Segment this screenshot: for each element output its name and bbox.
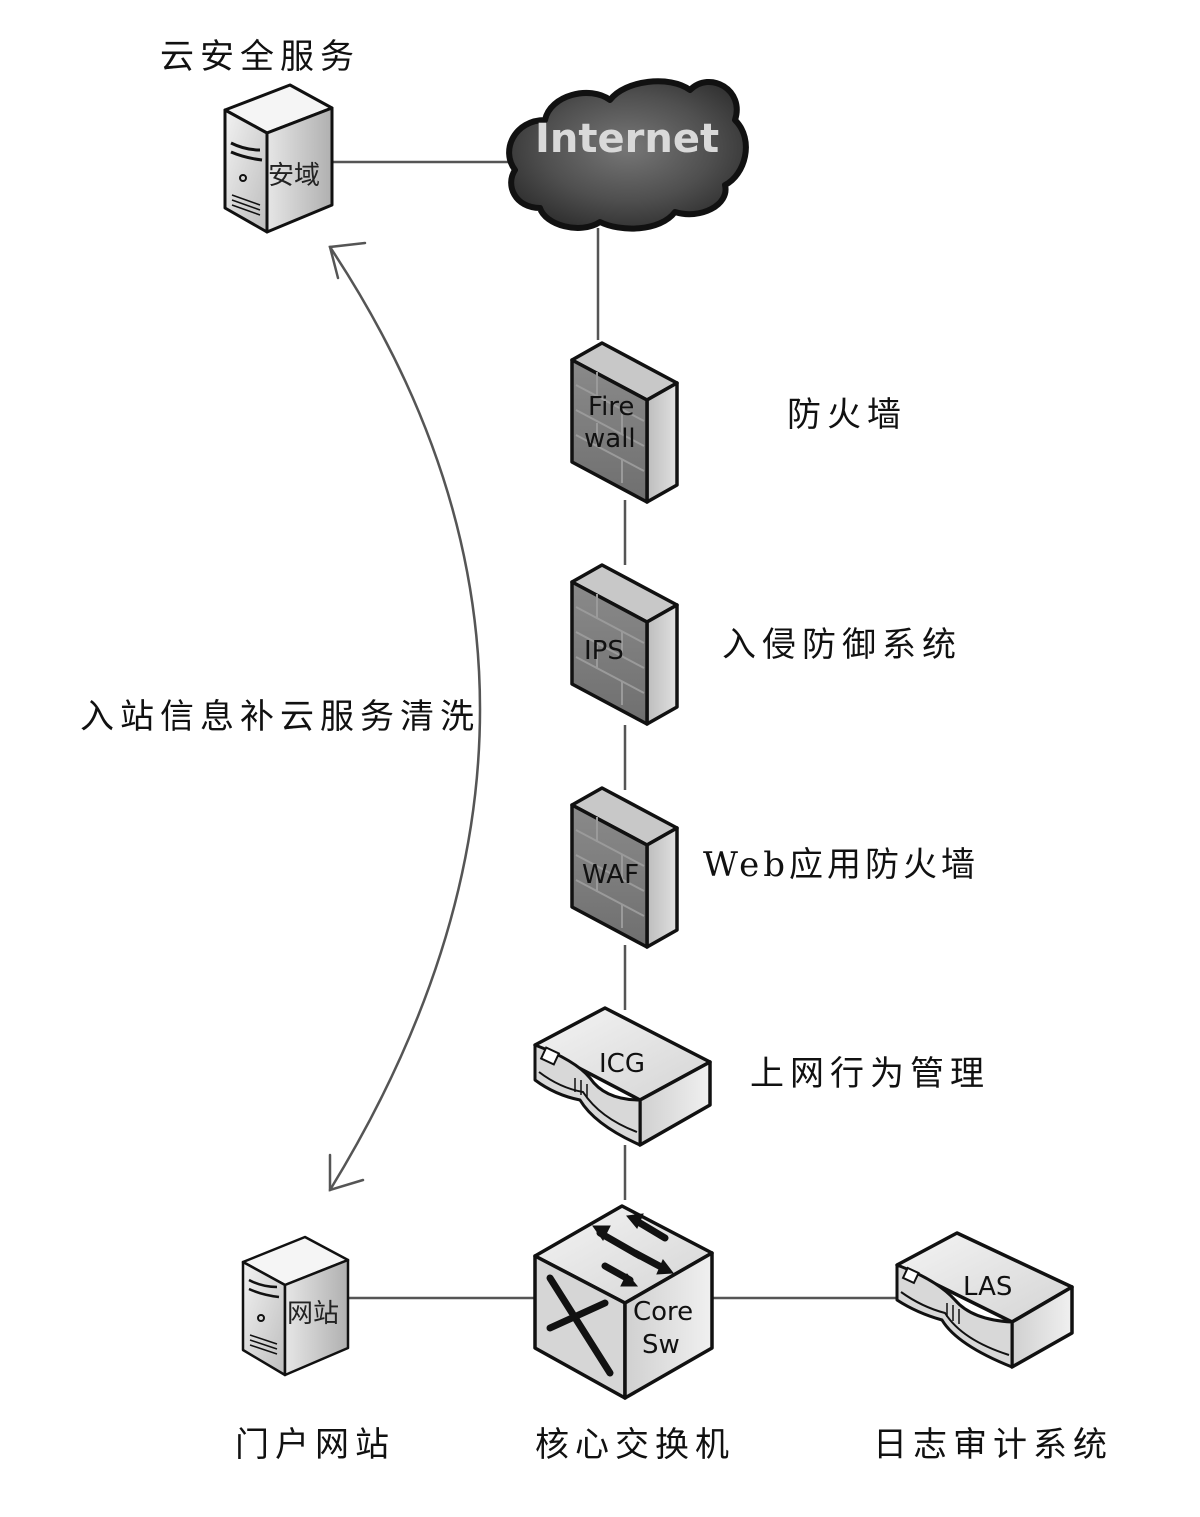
waf-text: WAF	[582, 860, 639, 890]
label-ips: 入侵防御系统	[722, 625, 962, 665]
label-waf: Web应用防火墙	[703, 845, 980, 885]
firewall-icon[interactable]: Fire wall	[570, 341, 679, 504]
curved-arrow	[328, 241, 482, 1192]
appliance-icon[interactable]: ICG	[533, 1006, 712, 1147]
internet-text: Internet	[535, 116, 719, 162]
firewall-icon[interactable]: IPS	[570, 563, 679, 726]
core-sw-text-line1: Core	[633, 1297, 693, 1327]
core-sw-text-line2: Sw	[642, 1330, 680, 1360]
firewall-text-line2: wall	[584, 424, 636, 454]
label-las: 日志审计系统	[873, 1425, 1113, 1465]
label-portal: 门户网站	[235, 1425, 395, 1465]
firewall-icon[interactable]: WAF	[570, 786, 679, 949]
label-icg: 上网行为管理	[750, 1054, 990, 1094]
label-firewall: 防火墙	[787, 395, 907, 435]
ips-text: IPS	[584, 636, 624, 666]
connections	[330, 160, 900, 1300]
server-icon[interactable]: 安域	[223, 83, 334, 234]
appliance-icon[interactable]: LAS	[895, 1231, 1074, 1369]
label-arrow-cloud-cleaning: 入站信息补云服务清洗	[80, 697, 480, 737]
icg-text: ICG	[599, 1049, 645, 1079]
label-cloud-security: 云安全服务	[160, 37, 360, 77]
switch-cube-icon[interactable]: Core Sw	[533, 1204, 714, 1400]
label-core-switch: 核心交换机	[535, 1425, 735, 1465]
las-text: LAS	[963, 1272, 1012, 1302]
arrowhead-top	[328, 241, 367, 280]
server-text: 安域	[268, 161, 320, 191]
arrowhead-bottom	[328, 1153, 365, 1192]
firewall-text-line1: Fire	[588, 392, 634, 422]
server-text: 网站	[287, 1299, 339, 1329]
server-icon[interactable]: 网站	[241, 1235, 350, 1377]
cloud-icon[interactable]: Internet	[506, 78, 749, 232]
